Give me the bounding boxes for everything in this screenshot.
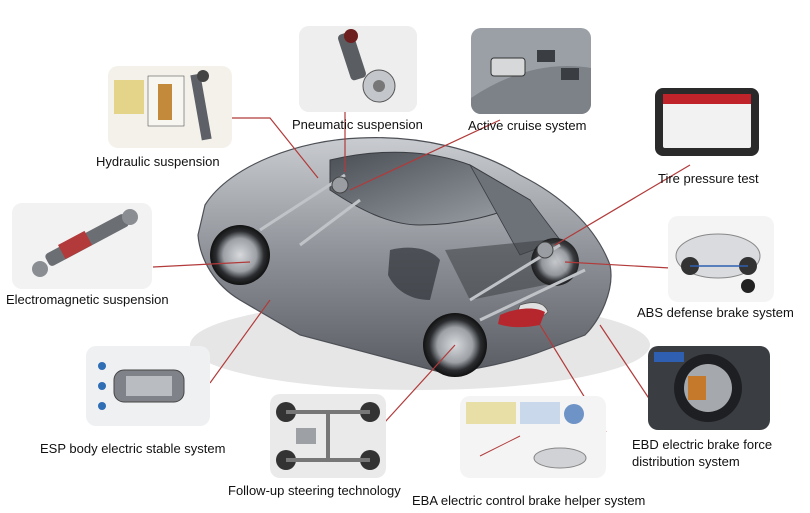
label-eba-system: EBA electric control brake helper system	[412, 493, 646, 508]
leader-cruise	[349, 119, 501, 191]
leader-tire	[554, 164, 691, 246]
tire-pressure-tester-image	[647, 82, 767, 162]
label-steering-technology: Follow-up steering technology	[228, 483, 401, 498]
ebd-brake-image	[648, 346, 770, 430]
pneumatic-suspension-image	[299, 26, 417, 112]
label-pneumatic-suspension: Pneumatic suspension	[292, 117, 423, 132]
leader-esp	[209, 299, 271, 384]
car-side-intake	[388, 247, 440, 300]
hydraulic-suspension-image	[108, 66, 232, 148]
leader-hydraulic	[232, 117, 319, 179]
suspension-strut-rear	[536, 241, 554, 259]
label-electromagnetic-suspension: Electromagnetic suspension	[6, 292, 169, 307]
leader-electromagnetic	[152, 261, 251, 268]
leader-abs	[564, 261, 671, 269]
car-chassis	[259, 173, 586, 322]
label-abs-brake-system: ABS defense brake system	[637, 305, 794, 320]
label-tire-pressure-test: Tire pressure test	[658, 171, 759, 186]
label-ebd-line2: distribution system	[632, 454, 740, 469]
label-esp-system: ESP body electric stable system	[40, 441, 226, 456]
label-active-cruise-system: Active cruise system	[468, 118, 587, 133]
car-light-red	[498, 308, 545, 328]
wheel-front-left	[210, 225, 270, 285]
car-windows	[329, 151, 532, 226]
eba-brake-helper-image	[460, 396, 606, 478]
leader-steering	[384, 344, 456, 423]
abs-brake-image	[668, 216, 774, 302]
esp-stability-image	[86, 346, 210, 426]
steering-technology-image	[270, 394, 386, 478]
label-ebd-line1: EBD electric brake force	[632, 437, 773, 452]
suspension-strut-front	[331, 176, 349, 194]
leader-lines	[152, 112, 691, 433]
active-cruise-image	[471, 28, 591, 114]
label-hydraulic-suspension: Hydraulic suspension	[96, 154, 220, 169]
leader-ebd	[599, 324, 651, 401]
electromagnetic-suspension-image	[12, 203, 152, 289]
